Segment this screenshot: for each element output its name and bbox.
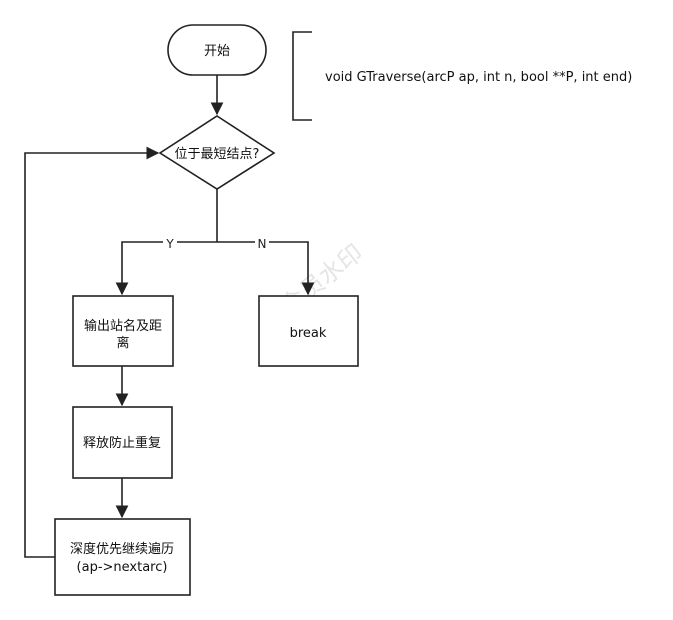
edge-yes-branch: [115, 241, 217, 296]
release-node-label: 释放防止重复: [83, 435, 161, 451]
dfs-node-label-line2: (ap->nextarc): [77, 560, 168, 575]
dfs-node[interactable]: 深度优先继续遍历 (ap->nextarc): [54, 518, 191, 596]
output-node-label-line2: 离: [116, 335, 129, 351]
no-label: N: [258, 237, 267, 251]
break-node[interactable]: break: [258, 295, 359, 367]
decision-node-label: 位于最短结点?: [175, 147, 260, 162]
output-node-label-line1: 输出站名及距: [84, 318, 162, 334]
no-label-bg: [255, 236, 269, 250]
start-node-label: 开始: [204, 44, 230, 59]
start-node[interactable]: 开始: [167, 24, 267, 76]
edge-loop-back-to-decision: [24, 146, 160, 558]
output-node[interactable]: 输出站名及距 离: [72, 295, 174, 367]
edge-no-branch: [217, 241, 315, 296]
break-node-label: break: [290, 326, 327, 341]
decision-node[interactable]: 位于最短结点?: [158, 115, 276, 190]
release-node[interactable]: 释放防止重复: [72, 406, 173, 479]
yes-label-bg: [163, 236, 177, 250]
yes-label: Y: [165, 237, 174, 251]
dfs-node-label-line1: 深度优先继续遍历: [70, 541, 174, 557]
function-signature-note: void GTraverse(arcP ap, int n, bool **P,…: [292, 31, 632, 121]
function-signature-text: void GTraverse(arcP ap, int n, bool **P,…: [325, 70, 632, 85]
